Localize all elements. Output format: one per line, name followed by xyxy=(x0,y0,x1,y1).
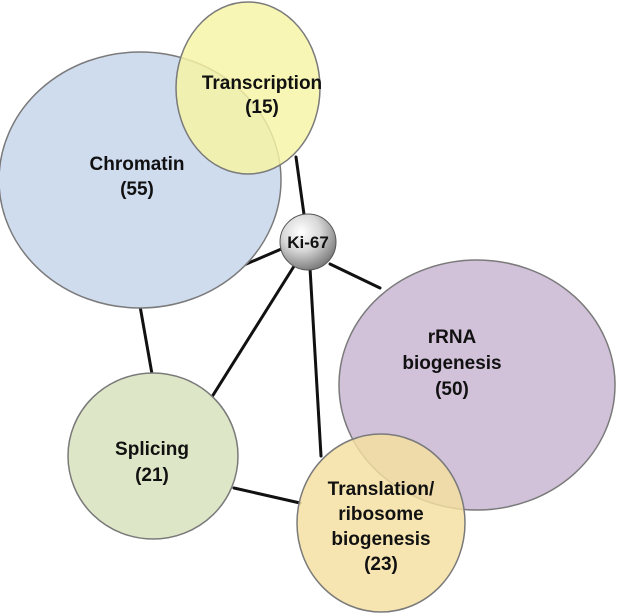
transcription-name: Transcription xyxy=(202,73,322,94)
splicing-label: Splicing (21) xyxy=(115,439,189,486)
transcription-circle xyxy=(175,1,321,175)
translation-circle xyxy=(296,433,466,613)
edge-hub-translation xyxy=(308,266,323,458)
edge-hub-splicing xyxy=(208,261,298,402)
edge-chromatin-splicing xyxy=(138,304,154,376)
splicing-count: (21) xyxy=(135,465,169,486)
chromatin-label: Chromatin (55) xyxy=(90,154,185,200)
rrna-count: (50) xyxy=(435,379,469,400)
edges xyxy=(138,155,382,505)
rrna-name-line1: rRNA xyxy=(428,327,477,348)
transcription-label: Transcription (15) xyxy=(202,73,322,118)
edge-hub-rrna xyxy=(328,262,382,290)
rrna-biogenesis-label: rRNA biogenesis (50) xyxy=(402,327,501,400)
translation-count: (23) xyxy=(364,554,398,575)
chromatin-count: (55) xyxy=(120,179,154,200)
translation-name-line2: ribosome xyxy=(338,504,424,525)
ki67-hub-label: Ki-67 xyxy=(287,233,329,252)
translation-name-line3: biogenesis xyxy=(331,529,430,550)
rrna-name-line2: biogenesis xyxy=(402,353,501,374)
chromatin-name: Chromatin xyxy=(90,154,185,175)
transcription-count: (15) xyxy=(245,97,279,118)
splicing-name: Splicing xyxy=(115,439,189,460)
ki67-hub-sphere xyxy=(279,213,337,271)
translation-label: Translation/ ribosome biogenesis (23) xyxy=(328,479,435,575)
edge-splicing-translation xyxy=(232,486,302,505)
translation-name-line1: Translation/ xyxy=(328,479,435,500)
splicing-circle xyxy=(67,372,239,540)
